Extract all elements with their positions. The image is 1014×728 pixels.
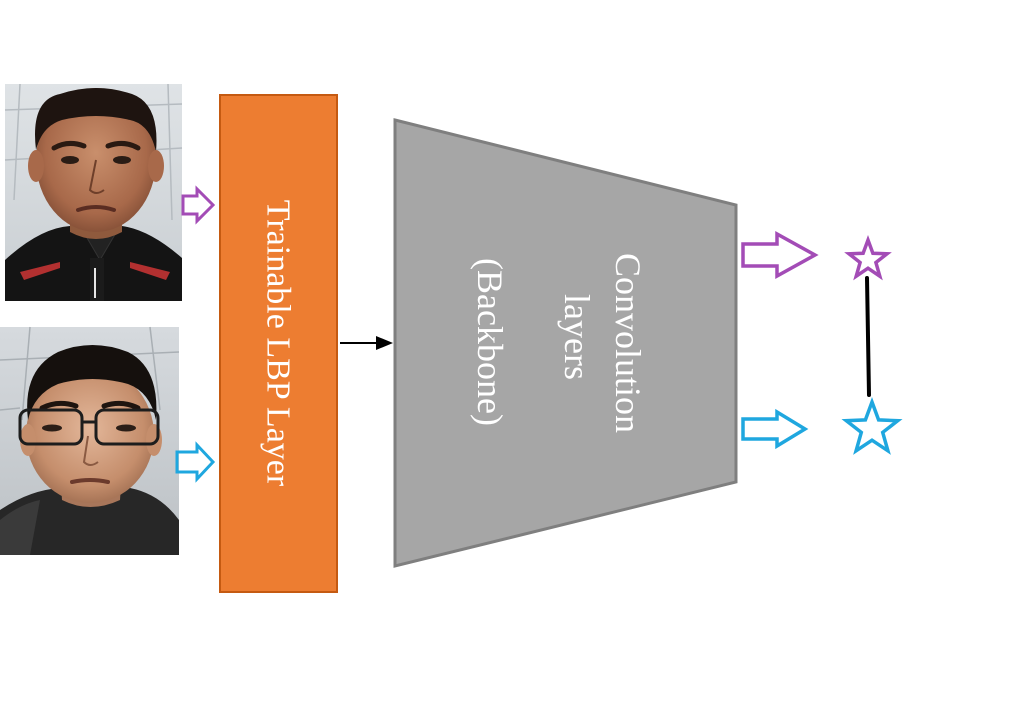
input-arrow-1 bbox=[181, 185, 216, 225]
lbp-layer-label: Trainable LBP Layer bbox=[260, 200, 297, 487]
lbp-to-backbone-arrow bbox=[340, 336, 393, 350]
output-arrow-1 bbox=[741, 231, 819, 279]
backbone-label-line2: layers bbox=[557, 294, 597, 380]
embedding-distance-line bbox=[865, 276, 871, 397]
input-arrow-2 bbox=[175, 441, 216, 483]
output-arrow-2 bbox=[741, 408, 809, 450]
backbone-block bbox=[393, 118, 738, 568]
face-photo-2 bbox=[0, 326, 180, 555]
embedding-star-icon-1 bbox=[844, 234, 892, 281]
face-photo-1 bbox=[4, 83, 183, 301]
backbone-label-line3: (Backbone) bbox=[470, 258, 510, 426]
lbp-layer-block bbox=[219, 94, 338, 593]
embedding-star-icon-2 bbox=[841, 396, 903, 455]
backbone-label-line1: Convolution bbox=[608, 253, 648, 433]
